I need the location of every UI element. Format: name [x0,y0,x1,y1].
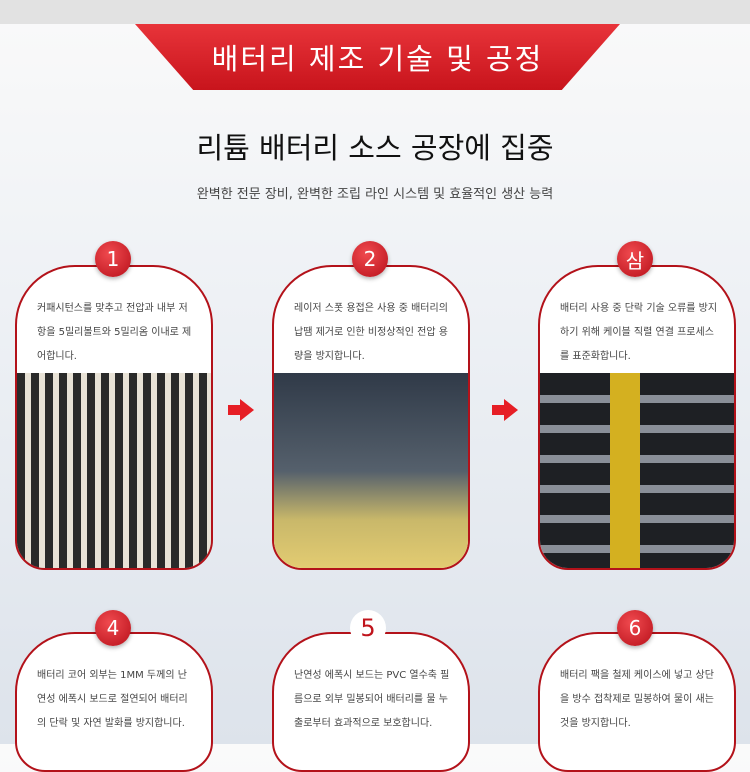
page-title: 리튬 배터리 소스 공장에 집중 [196,131,554,165]
step-badge-1: 1 [95,241,131,277]
step-text: 난연성 에폭시 보드는 PVC 열수축 필름으로 외부 밀봉되어 배터리를 물 … [294,670,450,729]
banner-title: 배터리 제조 기술 및 공정 [135,24,620,90]
step-card-4: 배터리 코어 외부는 1MM 두께의 난연성 에폭시 보드로 절연되어 배터리의… [15,632,213,772]
step-text: 배터리 사용 중 단락 기술 오류를 방지하기 위해 케이블 직렬 연결 프로세… [560,303,718,362]
step-text: 커패시턴스를 맞추고 전압과 내부 저항을 5밀리볼트와 5밀리옴 이내로 제어… [37,303,192,362]
step-badge-6: 6 [617,610,653,646]
capacitance-matching-photo [17,373,211,568]
step-text: 배터리 팩을 철제 케이스에 넣고 상단을 방수 접착제로 밀봉하여 물이 새는… [560,670,714,729]
cable-series-photo [540,373,734,568]
step-card-1: 커패시턴스를 맞추고 전압과 내부 저항을 5밀리볼트와 5밀리옴 이내로 제어… [15,265,213,570]
step-text: 레이저 스폿 용접은 사용 중 배터리의 납땜 제거로 인한 비정상적인 전압 … [294,303,448,362]
step-badge-5: 5 [350,610,386,646]
page-subtitle: 완벽한 전문 장비, 완벽한 조립 라인 시스템 및 효율적인 생산 능력 [196,187,554,202]
step-badge-4: 4 [95,610,131,646]
step-badge-3: 삼 [617,241,653,277]
top-bar [0,0,750,24]
step-badge-2: 2 [352,241,388,277]
step-text: 배터리 코어 외부는 1MM 두께의 난연성 에폭시 보드로 절연되어 배터리의… [37,670,188,729]
step-card-6: 배터리 팩을 철제 케이스에 넣고 상단을 방수 접착제로 밀봉하여 물이 새는… [538,632,736,772]
step-card-2: 레이저 스폿 용접은 사용 중 배터리의 납땜 제거로 인한 비정상적인 전압 … [272,265,470,570]
step-card-3: 배터리 사용 중 단락 기술 오류를 방지하기 위해 케이블 직렬 연결 프로세… [538,265,736,570]
laser-welding-photo [274,373,468,568]
step-card-5: 난연성 에폭시 보드는 PVC 열수축 필름으로 외부 밀봉되어 배터리를 물 … [272,632,470,772]
